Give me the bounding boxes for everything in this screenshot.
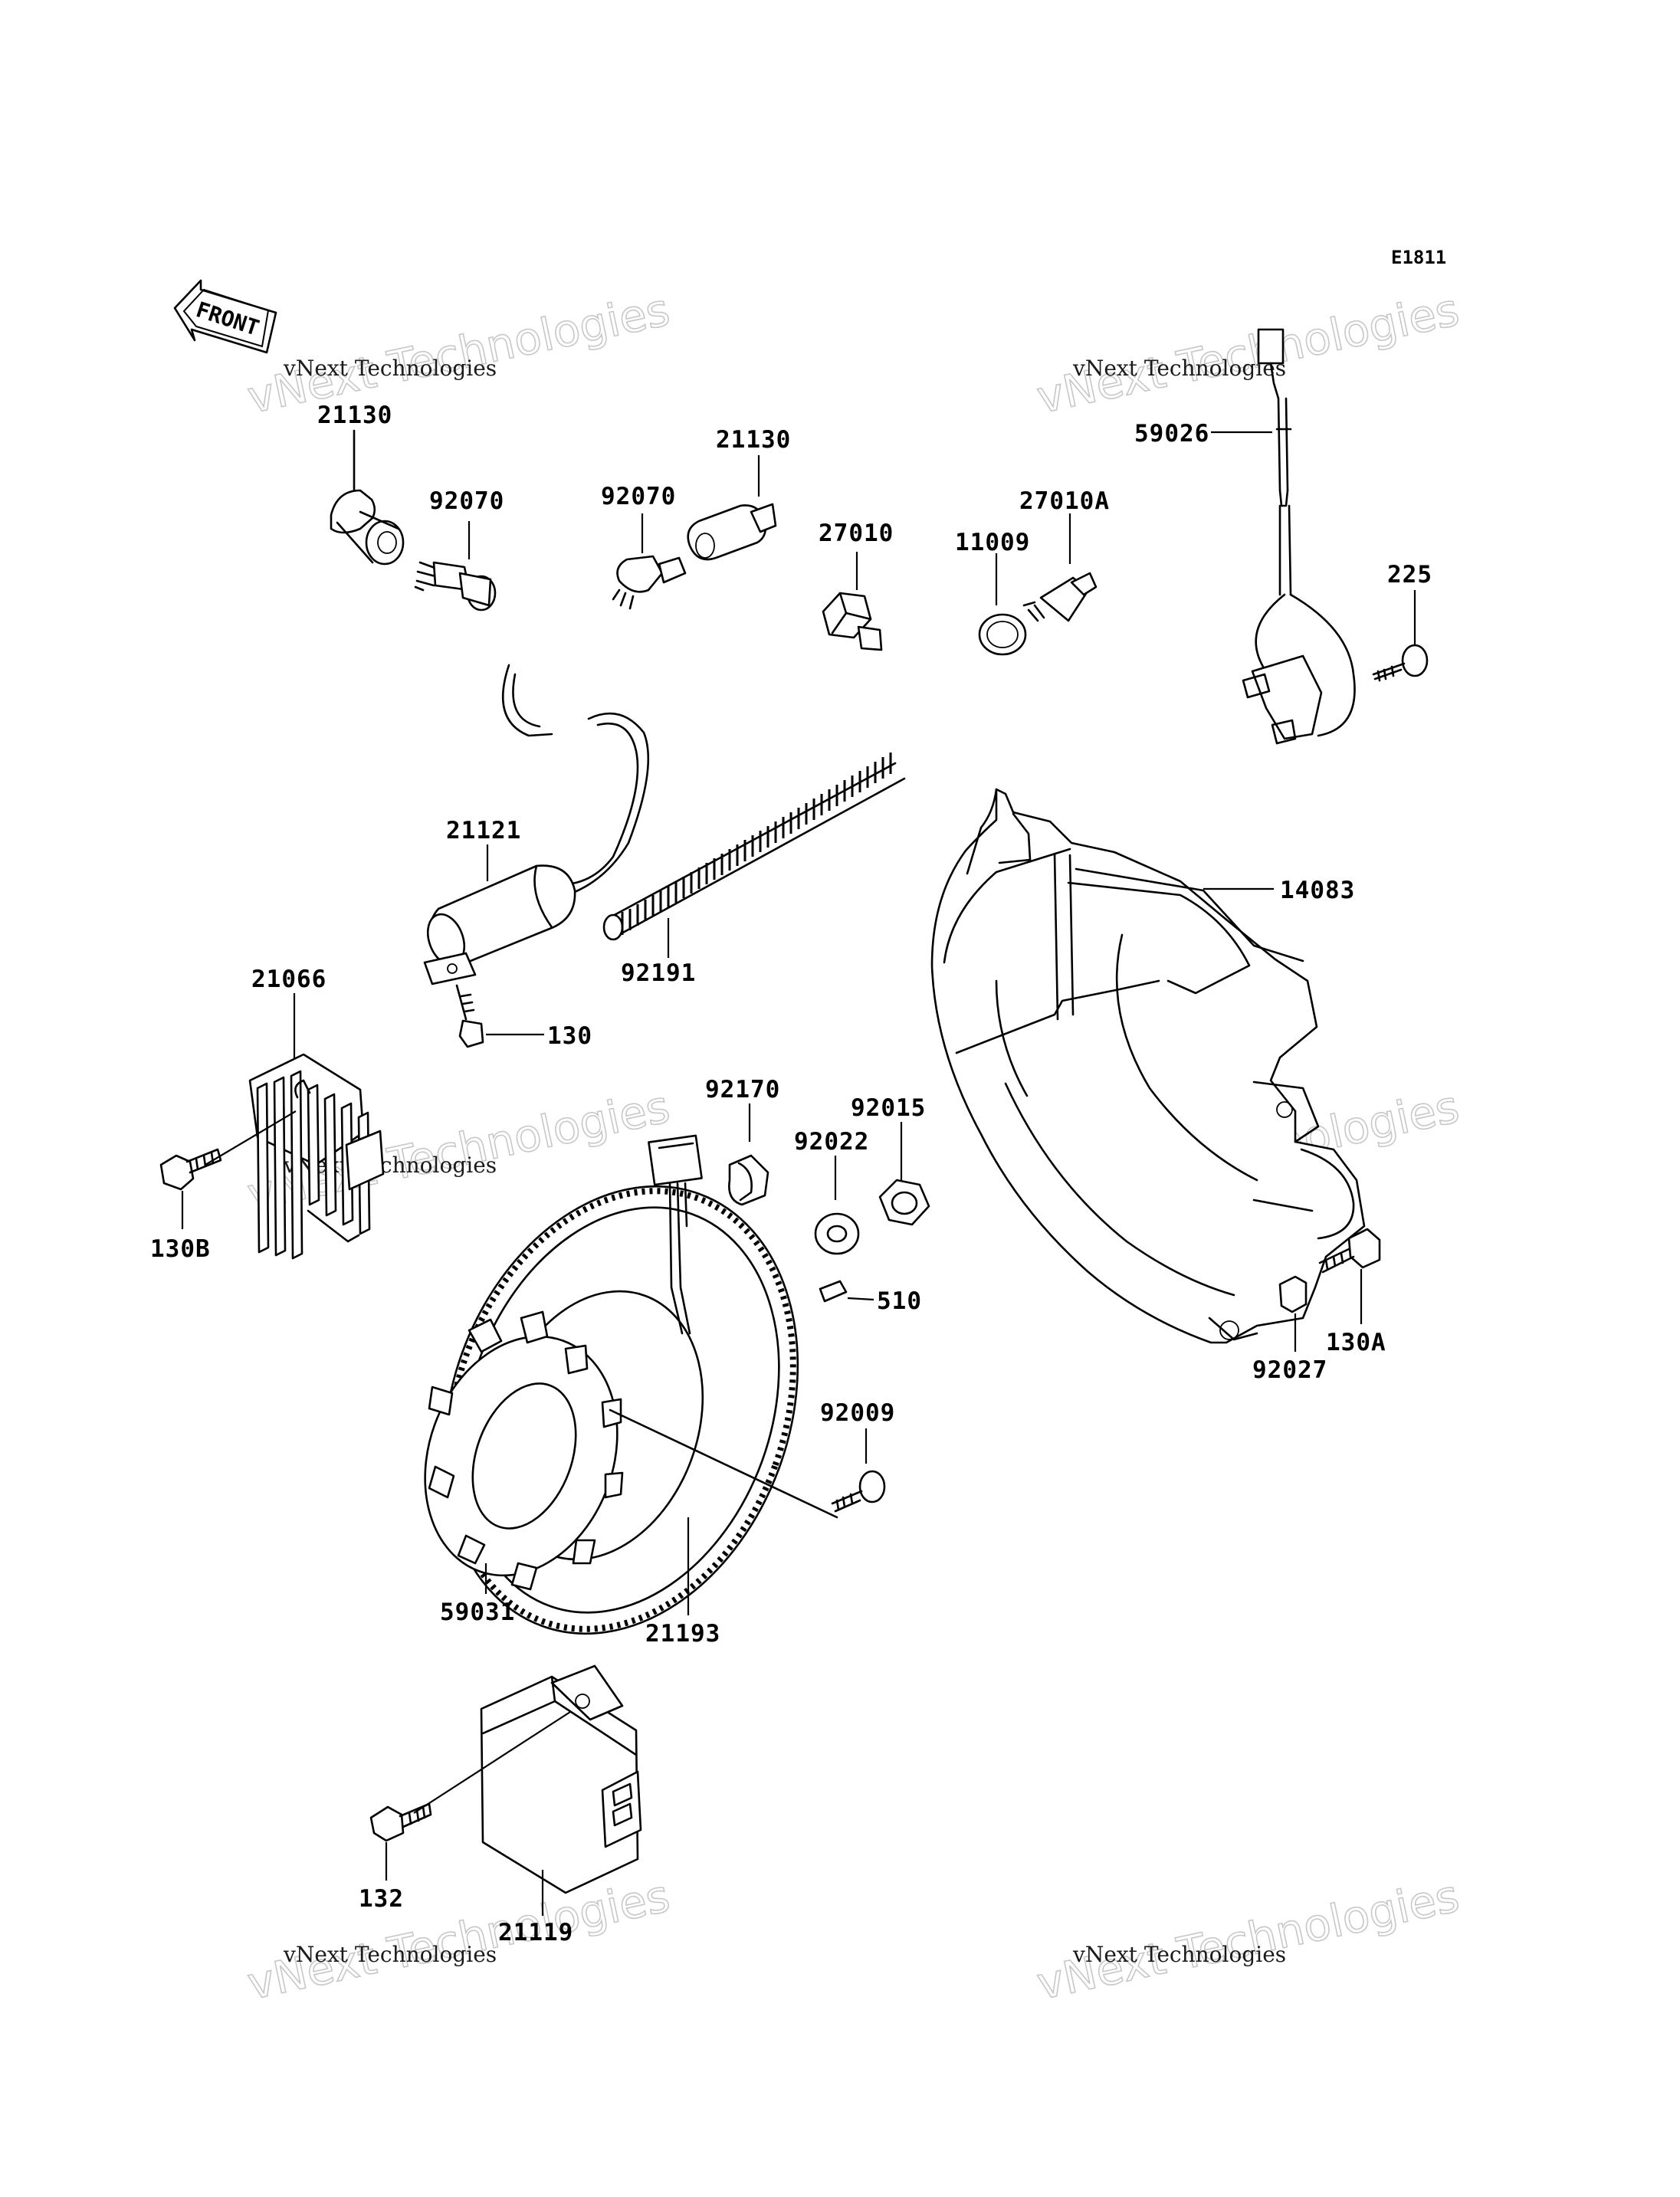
cdi-unit-21119 [413,1664,642,1916]
watermark-outline-text: vNext Technologies [243,284,674,424]
part-label-11009: 11009 [955,529,1030,556]
bolt-130 [455,984,544,1048]
part-label-14083: 14083 [1280,877,1355,904]
diagram-code: E1811 [1391,247,1446,268]
key-510 [819,1280,874,1303]
part-labels: 21130 92070 92070 21130 27010 11009 2701… [150,402,1432,1946]
watermark-text: vNext Technologies [1072,1942,1286,1967]
part-label-21119: 21119 [498,1919,573,1946]
watermark-bottom-left: vNext Technologies vNext Technologies [242,1869,674,2011]
part-label-92015: 92015 [851,1094,926,1122]
sensor-59026 [1211,328,1356,745]
stator-wire-connector [648,1134,703,1335]
spark-plug-middle [612,513,687,610]
part-label-59026: 59026 [1134,420,1209,448]
part-label-225: 225 [1387,561,1432,589]
part-label-59031: 59031 [440,1599,515,1626]
part-label-92191: 92191 [621,959,696,987]
part-label-130: 130 [547,1022,592,1050]
part-label-21121: 21121 [446,817,521,844]
watermark-outline-text: vNext Technologies [1032,284,1463,424]
clamp-92170 [728,1103,769,1206]
watermark-text: vNext Technologies [283,356,497,381]
part-label-27010: 27010 [819,520,894,547]
spark-plug-cap-left [330,429,405,566]
part-label-92070b: 92070 [601,483,676,510]
part-label-27010A: 27010A [1019,487,1110,515]
spark-plug-cap-middle [687,455,777,561]
ignition-coil-21121 [423,664,650,985]
bolt-92009 [831,1428,886,1513]
spring-92191 [602,753,906,958]
bolt-130A [1318,1228,1381,1324]
part-label-130A: 130A [1326,1329,1386,1356]
collar-92027 [1278,1275,1308,1352]
part-label-21066: 21066 [251,966,326,993]
watermark-text: vNext Technologies [283,1942,497,1967]
watermark-top-right: vNext Technologies vNext Technologies [1032,283,1464,425]
part-label-130B: 130B [150,1235,211,1263]
regulator-21066 [205,993,385,1260]
part-label-132: 132 [359,1885,404,1913]
part-label-21193: 21193 [645,1620,720,1648]
part-label-21130a: 21130 [317,402,392,429]
flywheel-cover-14083 [930,788,1366,1344]
bolt-225 [1372,590,1429,682]
watermark-outline-text: vNext Technologies [243,1870,674,2010]
bolt-132 [369,1802,432,1881]
part-label-92070a: 92070 [429,487,504,515]
watermark-outline-text: vNext Technologies [1032,1870,1463,2010]
sensor-27010 [822,552,883,651]
part-label-21130b: 21130 [716,426,791,454]
watermark-top-left: vNext Technologies vNext Technologies [242,283,674,425]
stator-59031 [424,1310,838,1594]
nut-92015 [878,1122,930,1226]
part-label-92009: 92009 [820,1399,895,1427]
switch-27010A [1022,513,1098,622]
part-label-510: 510 [877,1287,922,1315]
washer-92022 [814,1156,860,1255]
spark-plug-left [414,521,497,612]
watermark-text: vNext Technologies [1072,356,1286,381]
part-label-92170: 92170 [705,1076,780,1103]
o-ring-11009 [978,553,1027,656]
part-label-92027: 92027 [1252,1356,1327,1384]
front-arrow-icon: FRONT [173,279,277,354]
bolt-130B [159,1148,222,1229]
watermark-bottom-right: vNext Technologies vNext Technologies [1032,1869,1464,2011]
part-label-92022: 92022 [794,1128,869,1156]
